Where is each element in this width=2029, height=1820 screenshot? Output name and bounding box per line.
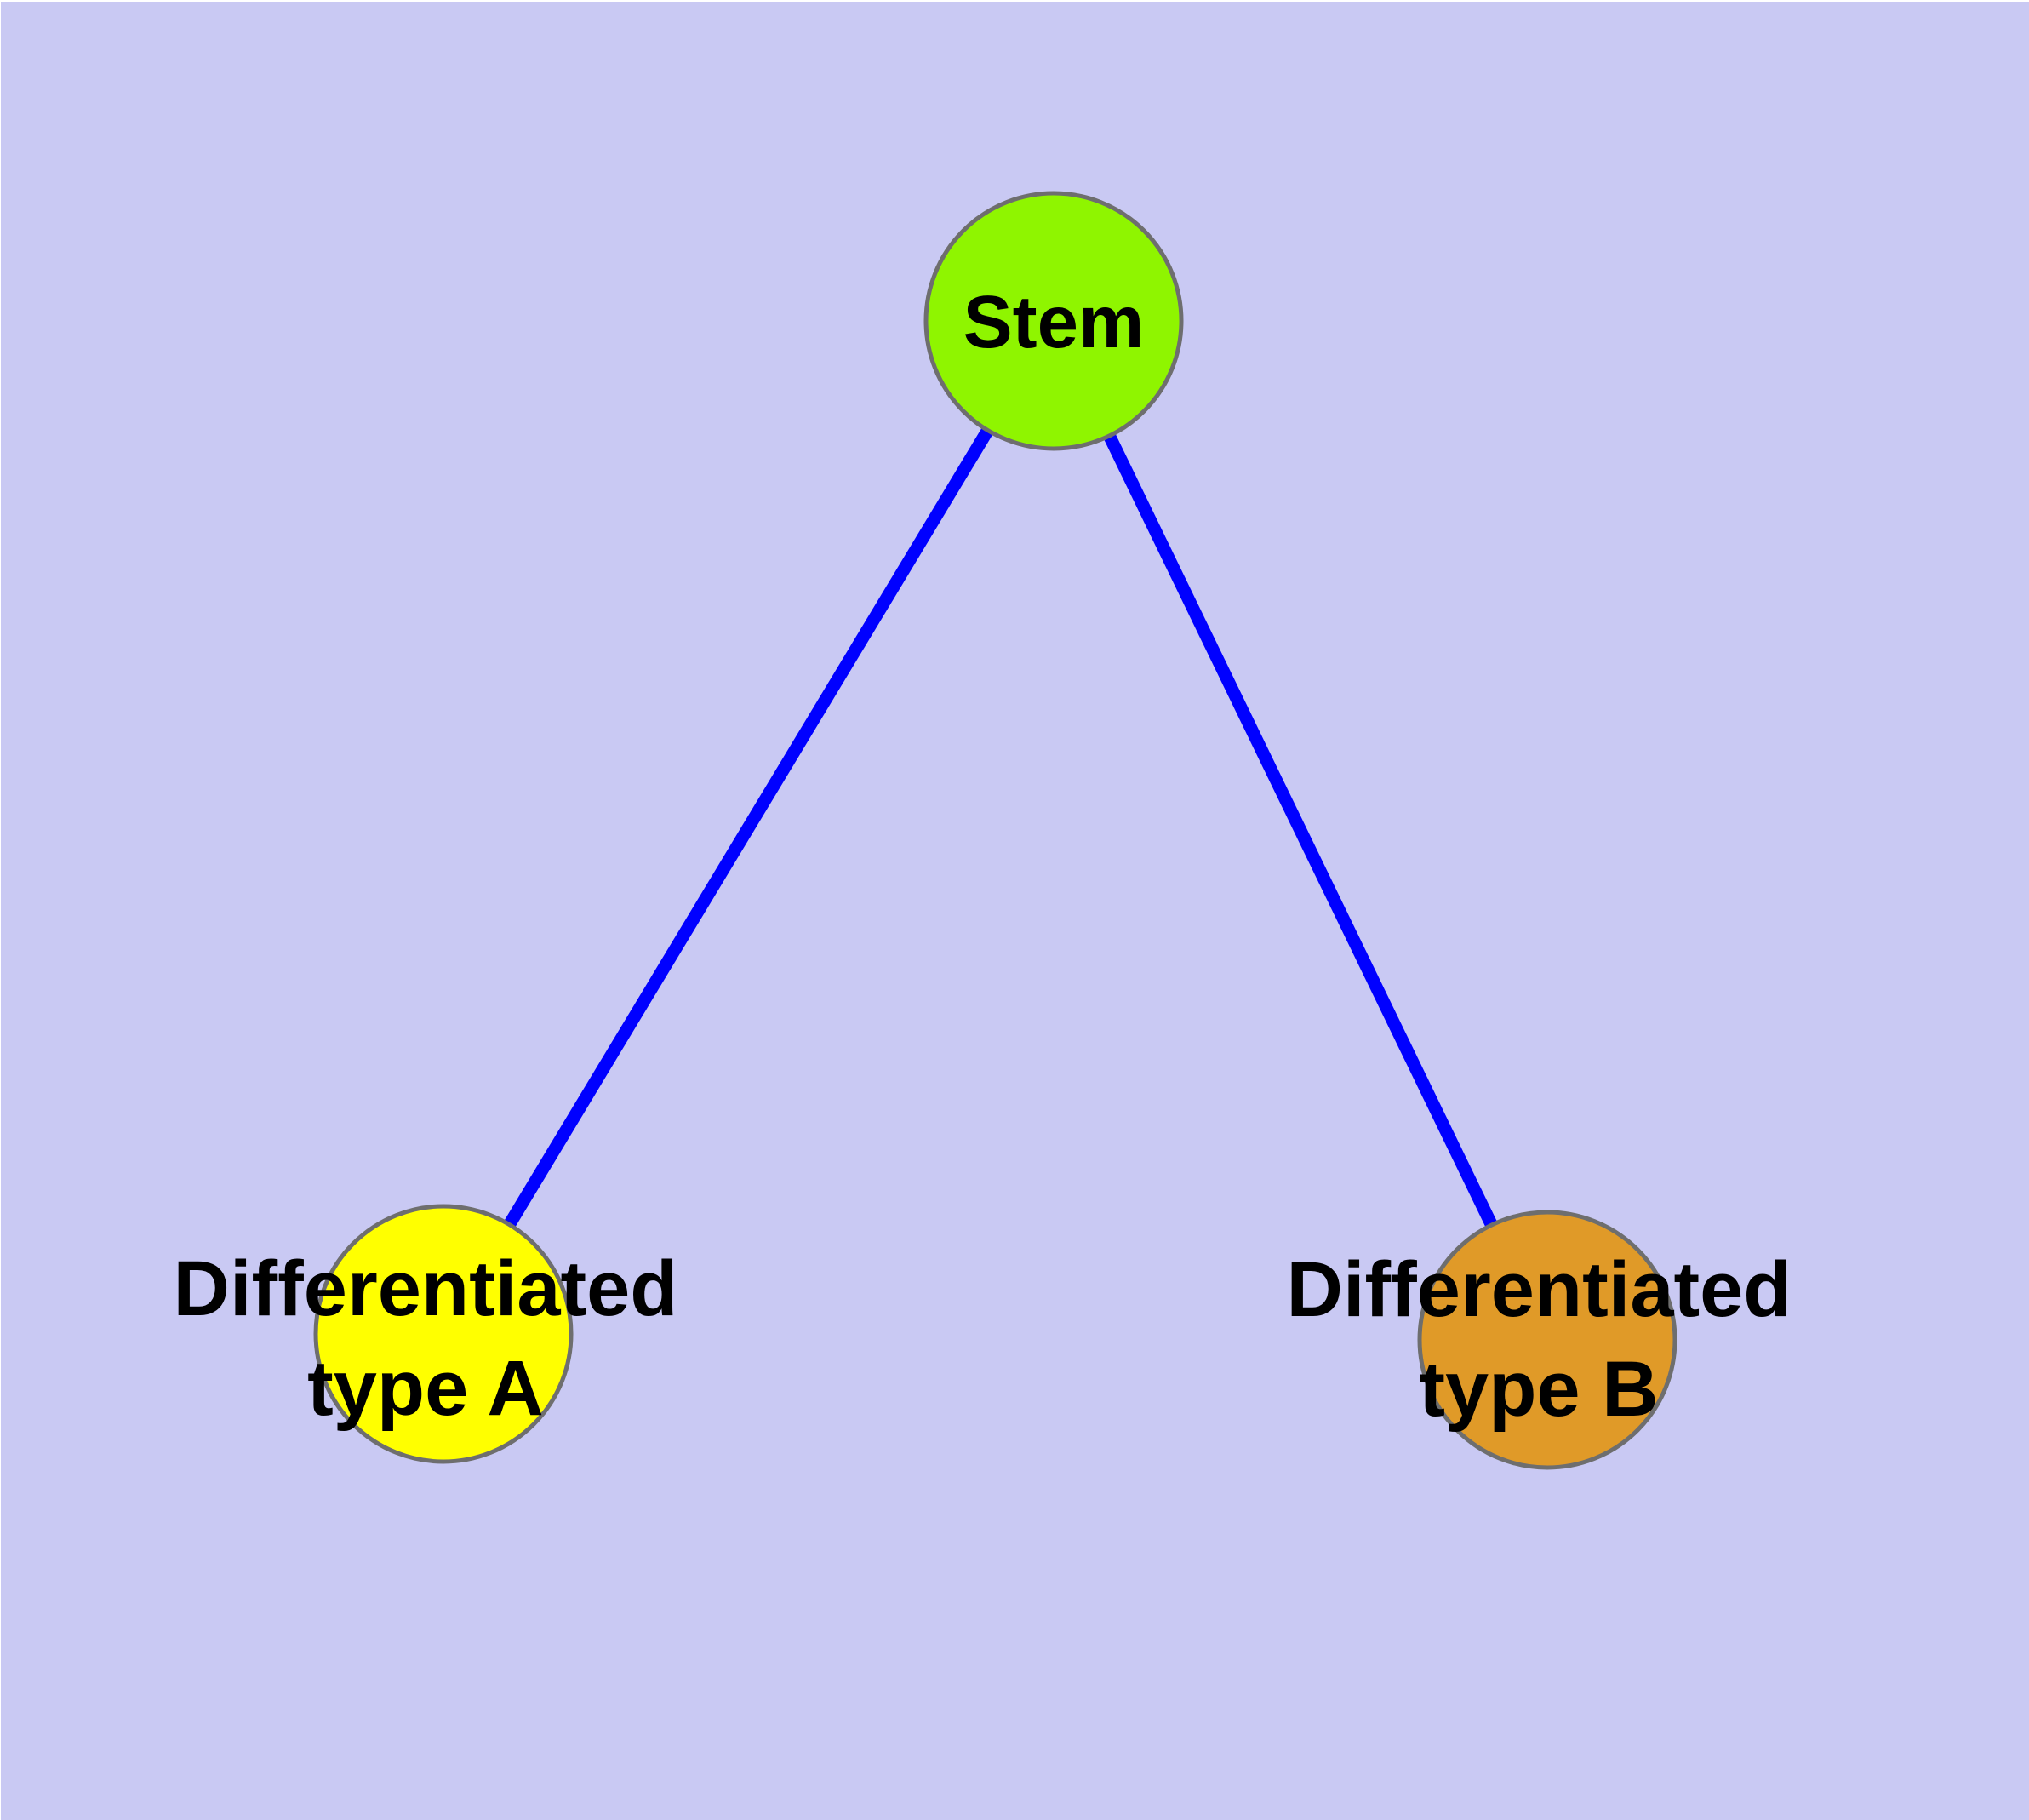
- edge-stem-to-type-a: [437, 318, 1060, 1337]
- node-differentiated-type-b-circle: [1417, 1210, 1677, 1470]
- node-differentiated-type-a-circle: [313, 1204, 574, 1464]
- node-stem-circle: [923, 191, 1184, 451]
- edge-stem-to-type-b: [1048, 318, 1553, 1343]
